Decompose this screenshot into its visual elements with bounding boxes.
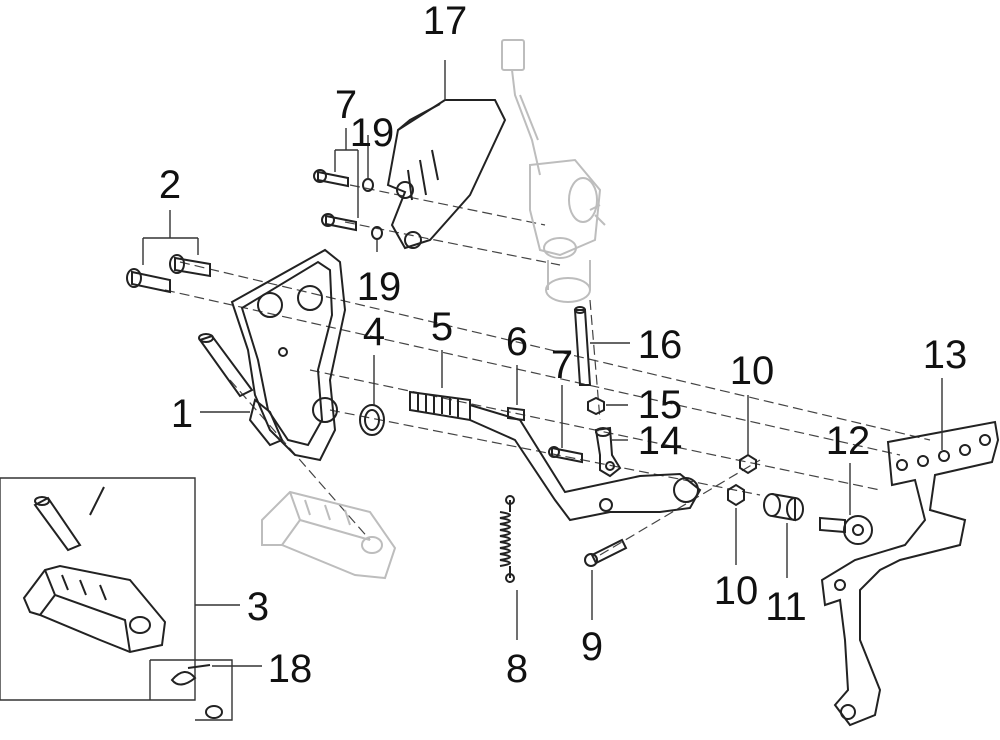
callout-16: 16: [638, 323, 683, 367]
spring-8: [499, 495, 515, 583]
heel-guard-17: [386, 99, 507, 250]
nut-15: [587, 396, 605, 416]
callout-6: 6: [506, 320, 528, 364]
pin-6: [507, 406, 525, 422]
callout-19-top: 19: [350, 111, 395, 155]
footrest-3-group: [0, 477, 233, 721]
callout-17: 17: [423, 0, 468, 43]
assembly-axes: [164, 184, 931, 556]
leader-lines: [142, 60, 943, 667]
bracket-13: [820, 420, 1000, 727]
axis-footrest: [229, 379, 371, 541]
axis-upper: [179, 261, 931, 441]
master-cylinder-ghost: [501, 39, 606, 303]
bolts-7-top: [313, 169, 357, 232]
axis-guard-top: [349, 184, 546, 226]
callout-10-top: 10: [730, 349, 775, 393]
callout-12: 12: [826, 419, 871, 463]
callout-13: 13: [923, 333, 968, 377]
bolts-2: [126, 254, 211, 294]
callout-labels: 17 7 19 2 19 5 4 6 16 7 10 13 15 1 12 14…: [159, 0, 967, 691]
callout-11: 11: [765, 585, 807, 629]
bolt-7-lower: [548, 446, 583, 464]
callout-5: 5: [431, 305, 453, 349]
callout-10-bottom: 10: [714, 569, 759, 613]
callout-2: 2: [159, 163, 181, 207]
axis-pushrod: [589, 299, 601, 421]
callout-9: 9: [581, 625, 603, 669]
callout-19-bottom: 19: [357, 265, 402, 309]
brake-pedal-5: [409, 390, 702, 522]
clevis-14: [594, 426, 622, 478]
callout-8: 8: [506, 647, 528, 691]
bracket-1: [198, 248, 347, 462]
axis-bolt9: [599, 459, 761, 556]
pushrod-16: [573, 306, 592, 386]
callout-4: 4: [363, 310, 385, 354]
callout-3: 3: [247, 585, 269, 629]
callout-7-lower: 7: [551, 343, 573, 387]
bolt-9: [584, 538, 628, 567]
footrest-ghost: [261, 490, 397, 580]
bushing-11: [763, 493, 804, 522]
callout-1: 1: [171, 392, 193, 436]
callout-7-top: 7: [335, 83, 357, 127]
oring-4: [359, 404, 385, 436]
pivot-bolt-12: [819, 515, 873, 545]
callout-18: 18: [268, 647, 313, 691]
callout-15: 15: [638, 383, 683, 427]
axis-2: [164, 289, 901, 456]
callout-14: 14: [638, 419, 683, 463]
